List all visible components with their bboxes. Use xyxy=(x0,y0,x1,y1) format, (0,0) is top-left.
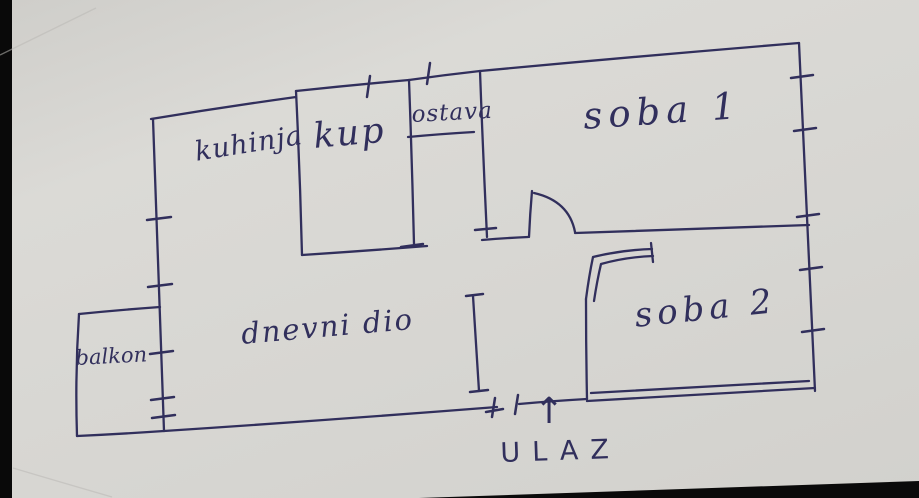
room-label-kup: kup xyxy=(311,110,388,157)
wall-hall-left-lower xyxy=(471,294,481,393)
soba2-notch-inner xyxy=(592,254,655,303)
wall-hall-top xyxy=(480,235,530,242)
soba2-notch-cap xyxy=(649,241,655,264)
wall-soba1-bottom xyxy=(573,223,811,235)
ink-ticks xyxy=(145,61,826,420)
wall-right xyxy=(797,41,817,393)
room-label-ostava: ostava xyxy=(410,97,494,128)
wall-bottom-entry xyxy=(517,397,589,406)
wall-left xyxy=(151,117,166,433)
wall-kup-left xyxy=(294,89,304,257)
room-label-balkon: balkon xyxy=(74,342,148,370)
entrance-door-jambs xyxy=(484,393,520,419)
ink-walls xyxy=(75,41,817,438)
wall-ostava-left xyxy=(407,78,416,246)
photo-edge-left xyxy=(0,0,12,498)
wall-ostava-right xyxy=(478,69,489,239)
entrance-arrow-icon: ↑ xyxy=(534,391,565,432)
paper-creases xyxy=(0,7,113,498)
wall-balkon-top xyxy=(77,305,162,316)
wall-kup-bottom xyxy=(300,244,429,257)
window-ticks-top-wall xyxy=(365,61,432,99)
room-label-soba-1: soba 1 xyxy=(581,83,743,138)
wall-balkon-left xyxy=(75,312,81,438)
window-ticks-right-wall xyxy=(789,73,826,334)
door-arc-soba1 xyxy=(532,191,577,234)
wall-soba2-bottom-outer xyxy=(585,386,817,403)
crease-bottom-left xyxy=(12,467,113,498)
door-leaf-soba1 xyxy=(527,189,534,239)
wall-soba2-bottom-inner xyxy=(589,379,811,395)
ostava-underline xyxy=(406,130,476,139)
wall-top-main xyxy=(478,41,801,73)
wall-bottom-main xyxy=(162,405,499,433)
crease-top-left xyxy=(0,7,97,56)
wall-balkon-bottom xyxy=(75,429,166,438)
wall-end-caps xyxy=(399,226,498,394)
wall-top-kup xyxy=(294,78,411,93)
wall-top-kuhinja xyxy=(149,95,298,121)
wall-top-ostava xyxy=(407,69,482,82)
window-ticks-left-wall xyxy=(145,215,177,420)
soba2-notch-outer xyxy=(584,247,654,301)
wall-soba2-left xyxy=(584,297,589,401)
entrance-label: ULAZ xyxy=(499,433,622,469)
